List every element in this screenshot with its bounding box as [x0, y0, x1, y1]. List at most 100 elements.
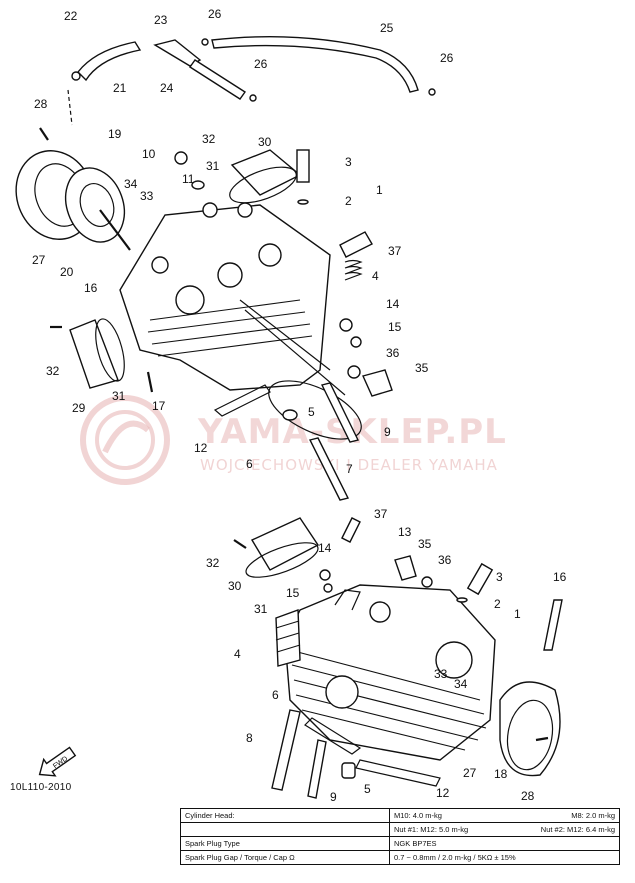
callout-number: 20 [60, 265, 74, 279]
spec-row: Spark Plug Gap / Torque / Cap Ω 0.7 ~ 0.… [180, 850, 620, 865]
callout-number: 1 [514, 607, 521, 621]
callout-numbers: 22 23 26 25 21 24 26 26 28 19 32 30 10 3… [32, 7, 567, 804]
valve-cover-30-lower [250, 517, 320, 571]
joint-23 [153, 39, 202, 67]
spark-plug-37 [339, 231, 373, 258]
callout-number: 15 [388, 320, 402, 334]
stud-8 [271, 709, 301, 791]
callout-number: 11 [182, 172, 195, 186]
watermark-subtitle: WOJCIECHOWSKI I DEALER YAMAHA [200, 456, 498, 474]
spec-label [180, 822, 390, 837]
callout-number: 37 [388, 244, 402, 258]
spec-label: Spark Plug Type [180, 836, 390, 851]
watermark: YAMA-SKLEP.PL WOJCIECHOWSKI I DEALER YAM… [80, 395, 506, 485]
spec-value: Nut #1: M12: 5.0 m-kg [394, 825, 469, 834]
callout-number: 2 [494, 597, 501, 611]
callout-number: 34 [454, 677, 468, 691]
callout-number: 16 [84, 281, 98, 295]
spec-value: M10: 4.0 m-kg [394, 811, 442, 820]
callout-number: 14 [318, 541, 332, 555]
callout-number: 30 [258, 135, 272, 149]
spec-table: Cylinder Head: M10: 4.0 m-kg M8: 2.0 m-kg… [180, 808, 620, 865]
callout-number: 31 [112, 389, 126, 403]
cylinder-head-lower [284, 584, 496, 761]
callout-number: 26 [254, 57, 268, 71]
hose-25 [211, 35, 419, 93]
callout-number: 23 [154, 13, 168, 27]
callout-number: 28 [521, 789, 535, 803]
cylinder-head-upper [119, 204, 331, 391]
spark-plug-37-lower [341, 517, 361, 543]
upper-assembly [15, 35, 436, 501]
callout-number: 26 [440, 51, 454, 65]
callout-number: 14 [386, 297, 400, 311]
callout-number: 15 [286, 586, 300, 600]
callout-number: 9 [330, 790, 337, 804]
callout-number: 32 [202, 132, 216, 146]
callout-number: 24 [160, 81, 174, 95]
callout-number: 3 [496, 570, 503, 584]
spec-row: Nut #1: M12: 5.0 m-kg Nut #2: M12: 6.4 m-… [180, 822, 620, 837]
callout-number: 36 [386, 346, 400, 360]
callout-number: 34 [124, 177, 138, 191]
spring-4 [344, 259, 363, 281]
callout-number: 32 [206, 556, 220, 570]
callout-number: 22 [64, 9, 78, 23]
callout-number: 36 [438, 553, 452, 567]
callout-number: 21 [113, 81, 127, 95]
plug-35 [362, 369, 393, 397]
spec-value: Nut #2: M12: 6.4 m-kg [540, 825, 615, 834]
valve-cover-30 [230, 149, 302, 196]
callout-number: 28 [34, 97, 48, 111]
callout-number: 3 [345, 155, 352, 169]
spec-label: Cylinder Head: [180, 808, 390, 823]
callout-number: 16 [553, 570, 567, 584]
callout-number: 31 [254, 602, 268, 616]
callout-number: 2 [345, 194, 352, 208]
spec-row: Cylinder Head: M10: 4.0 m-kg M8: 2.0 m-kg [180, 808, 620, 823]
callout-number: 29 [72, 401, 86, 415]
callout-number: 8 [246, 731, 253, 745]
callout-number: 12 [194, 441, 208, 455]
callout-number: 4 [234, 647, 241, 661]
stud-9 [320, 382, 360, 443]
callout-number: 4 [372, 269, 379, 283]
callout-number: 31 [206, 159, 220, 173]
callout-number: 25 [380, 21, 394, 35]
callout-number: 33 [434, 667, 448, 681]
callout-number: 35 [415, 361, 429, 375]
callout-number: 5 [308, 405, 315, 419]
spec-value: NGK BP7ES [394, 839, 437, 848]
callout-number: 18 [494, 767, 508, 781]
callout-number: 10 [142, 147, 156, 161]
plug-35-lower [394, 555, 417, 581]
hose-24 [189, 59, 246, 100]
callout-number: 19 [108, 127, 122, 141]
callout-number: 17 [152, 399, 166, 413]
callout-number: 6 [272, 688, 279, 702]
stud-7 [308, 437, 350, 501]
callout-number: 37 [374, 507, 388, 521]
fwd-arrow-icon: FWD [38, 746, 77, 777]
spec-value: 0.7 ~ 0.8mm / 2.0 m-kg / 5KΩ ± 15% [394, 853, 516, 862]
callout-number: 27 [463, 766, 477, 780]
callout-number: 12 [436, 786, 450, 800]
valve-guide-3 [296, 149, 310, 183]
stud-9-lower [307, 739, 327, 799]
spring-4-lower [275, 609, 301, 667]
callout-number: 13 [398, 525, 412, 539]
spec-label: Spark Plug Gap / Torque / Cap Ω [180, 850, 390, 865]
callout-number: 32 [46, 364, 60, 378]
callout-number: 33 [140, 189, 154, 203]
lower-assembly [233, 517, 563, 799]
callout-number: 6 [246, 457, 253, 471]
callout-number: 30 [228, 579, 242, 593]
callout-number: 5 [364, 782, 371, 796]
callout-number: 7 [346, 462, 353, 476]
diagram-code: 10L110-2010 [10, 782, 72, 793]
callout-number: 1 [376, 183, 383, 197]
hose-21 [77, 41, 142, 82]
spec-value: M8: 2.0 m-kg [571, 811, 615, 820]
callout-number: 26 [208, 7, 222, 21]
